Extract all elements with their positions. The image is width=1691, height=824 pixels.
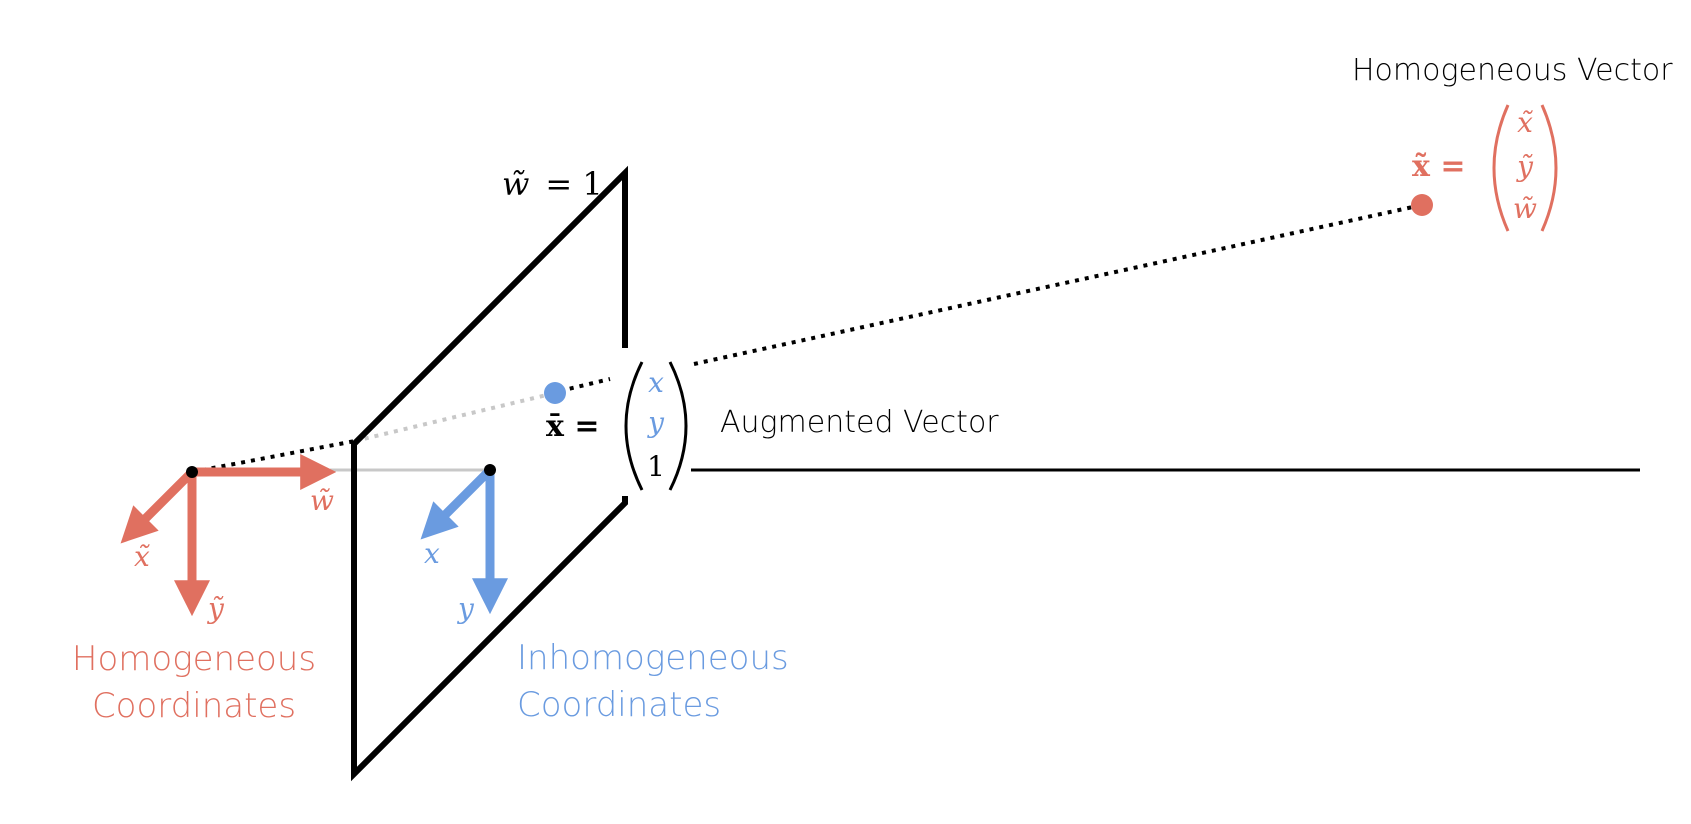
homogeneous-vector-right-paren — [1540, 104, 1558, 232]
inhomogeneous-coordinates-caption-line1: Inhomogeneous — [517, 638, 789, 678]
homogeneous-x-axis-label: x̃ — [134, 540, 150, 573]
augmented-vector-label: Augmented Vector — [720, 405, 999, 440]
inhomogeneous-origin — [484, 464, 496, 476]
plane-equation-rhs: = 1 — [545, 165, 602, 203]
projection-ray-plane-segment — [559, 377, 611, 393]
inhomogeneous-coordinates-caption-line2: Coordinates — [517, 685, 721, 725]
projection-ray-far — [693, 203, 1423, 366]
image-plane-w1 — [351, 165, 628, 782]
homogeneous-vector-lhs: x̃ = — [1412, 149, 1465, 184]
augmented-component-y: y — [646, 406, 665, 439]
homogeneous-origin — [186, 466, 198, 478]
homogeneous-coordinates-caption-line1: Homogeneous — [72, 639, 316, 679]
plane-equation-lhs: w̃ — [502, 165, 529, 203]
homogeneous-coordinates-caption-line2: Coordinates — [92, 686, 296, 726]
homogeneous-vector-label: Homogeneous Vector — [1352, 53, 1673, 88]
homogeneous-component-y: ỹ — [1515, 150, 1534, 183]
inhomogeneous-y-axis-label: y — [456, 592, 475, 625]
homogeneous-point — [1411, 194, 1433, 216]
projection-ray-behind-plane — [354, 391, 556, 443]
augmented-vector-lhs: x̄ = — [546, 409, 599, 444]
plane-equation: w̃ = 1 — [502, 165, 603, 203]
homogeneous-vector-left-paren — [1492, 104, 1510, 232]
inhomogeneous-x-axis-label: x — [424, 537, 440, 570]
inhomogeneous-x-axis-arrow — [420, 466, 494, 540]
homogeneous-x-axis-arrow — [120, 468, 196, 544]
augmented-component-one: 1 — [647, 450, 665, 483]
homogeneous-w-axis-label: w̃ — [310, 484, 334, 517]
homogeneous-component-w: w̃ — [1513, 192, 1537, 225]
augmented-vector-left-paren — [624, 361, 644, 491]
augmented-vector-right-paren — [668, 361, 688, 491]
projection-ray-near — [191, 439, 356, 474]
homogeneous-component-x: x̃ — [1517, 106, 1533, 139]
augmented-component-x: x — [648, 366, 664, 399]
augmented-point — [544, 382, 566, 404]
homogeneous-y-axis-label: ỹ — [206, 592, 225, 625]
